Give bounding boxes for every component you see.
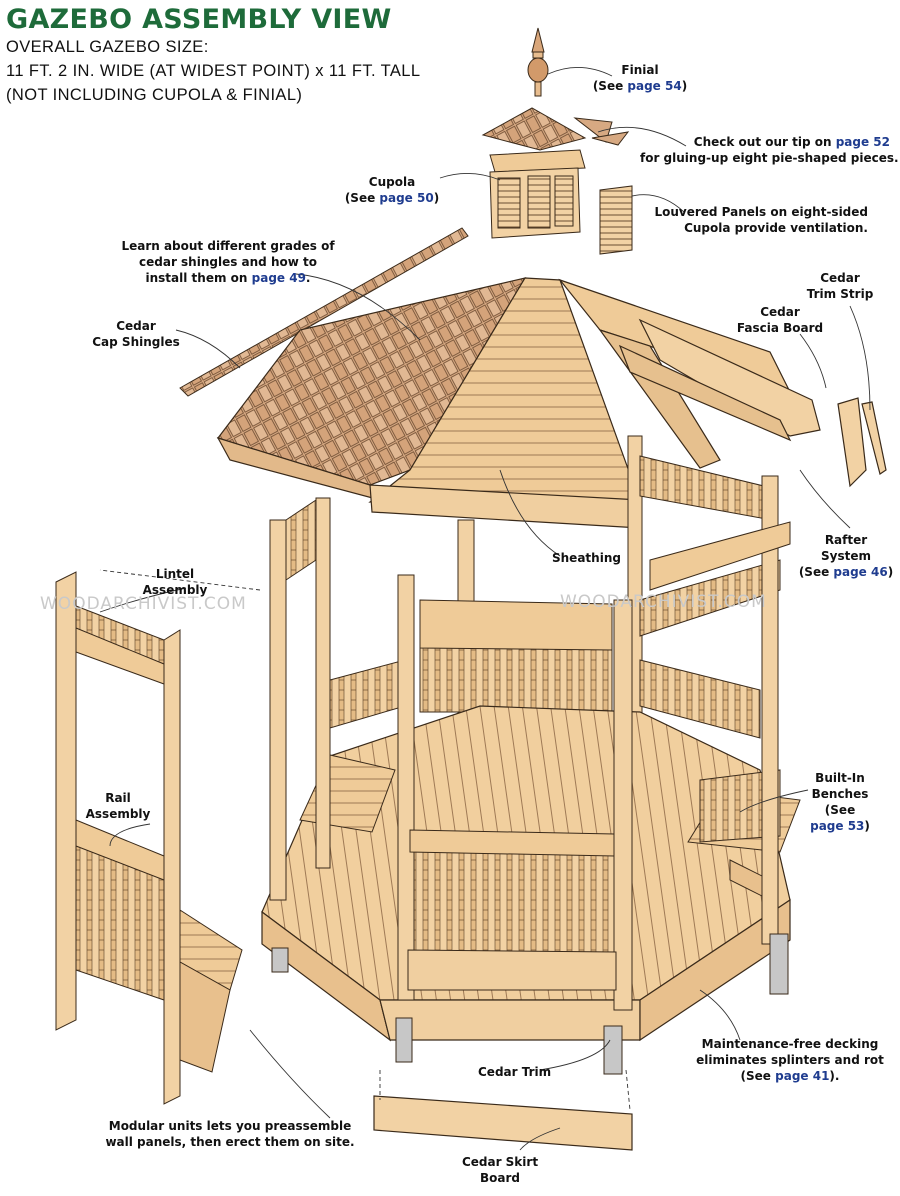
label-tip: Check out our tip on page 52 for gluing-… — [640, 135, 899, 165]
page-ref-52[interactable]: page 52 — [835, 135, 890, 149]
label-modular: Modular units lets you preassemble wall … — [105, 1119, 355, 1149]
label-skirt-board: Cedar Skirt Board — [461, 1155, 539, 1185]
cupola-roof-part — [481, 107, 630, 173]
size-note: (NOT INCLUDING CUPOLA & FINIAL) — [6, 86, 303, 104]
label-cedar-fascia: Cedar Fascia Board — [736, 305, 824, 335]
label-lintel: Lintel Assembly — [142, 567, 208, 597]
gazebo-frame-part — [329, 435, 781, 739]
page-ref-50[interactable]: page 50 — [379, 191, 434, 205]
page-ref-49[interactable]: page 49 — [251, 271, 306, 285]
label-cupola: Cupola (See page 50) — [344, 175, 440, 205]
label-rafter: Rafter System (See page 46) — [798, 533, 894, 579]
page-ref-46[interactable]: page 46 — [833, 565, 888, 579]
front-frame-part — [269, 475, 791, 1011]
page-ref-53[interactable]: page 53 — [810, 819, 865, 833]
page-ref-54[interactable]: page 54 — [627, 79, 682, 93]
label-cedar-trim: Cedar Trim — [478, 1065, 552, 1079]
finial-part — [527, 27, 549, 97]
label-finial: Finial (See page 54) — [592, 63, 688, 93]
cupola-part — [489, 167, 633, 255]
watermark-left: WOODARCHIVIST.COM — [40, 594, 247, 614]
size-dimensions: 11 FT. 2 IN. WIDE (AT WIDEST POINT) x 11… — [6, 62, 421, 80]
deck-support-part — [271, 933, 789, 1075]
label-rail: Rail Assembly — [85, 791, 151, 821]
roof-part — [216, 277, 887, 529]
page-ref-41[interactable]: page 41 — [775, 1069, 830, 1083]
cap-shingles-part — [179, 227, 469, 397]
wall-panel-part — [55, 571, 243, 1105]
label-cap-shingles: Cedar Cap Shingles — [92, 319, 180, 349]
page-title: GAZEBO ASSEMBLY VIEW — [6, 4, 392, 35]
size-heading: OVERALL GAZEBO SIZE: — [6, 38, 209, 56]
label-benches: Built-In Benches (See page 53) — [810, 771, 870, 833]
label-louvered: Louvered Panels on eight-sided Cupola pr… — [654, 205, 868, 235]
label-decking: Maintenance-free decking eliminates spli… — [696, 1037, 884, 1083]
label-sheathing: Sheathing — [552, 551, 621, 565]
skirt-board-part — [373, 1095, 633, 1151]
watermark-right: WOODARCHIVIST.COM — [560, 592, 767, 612]
label-shingle-grades: Learn about different grades of cedar sh… — [121, 239, 335, 285]
label-cedar-trim-strip: Cedar Trim Strip — [806, 271, 874, 301]
leader-lines — [99, 67, 871, 1151]
